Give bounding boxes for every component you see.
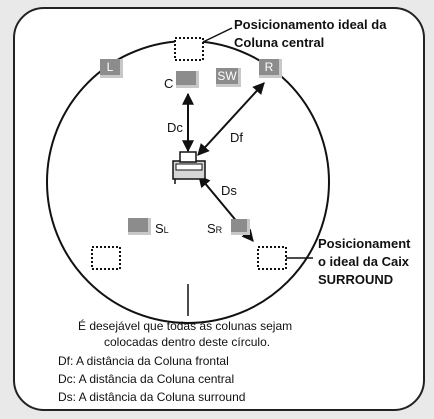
surround-ideal-title-3: SURROUND <box>318 272 394 287</box>
surround-ideal-title-2: o ideal da Caix <box>318 254 410 269</box>
surround-right-label-main: S <box>207 221 216 236</box>
surround-ideal-title-1: Posicionament <box>318 236 411 251</box>
note-line-2: colocadas dentro deste círculo. <box>104 335 271 349</box>
legend-df: Df: A distância da Coluna frontal <box>58 354 229 368</box>
speaker-front-left: L <box>100 59 123 78</box>
front-left-label: L <box>106 60 114 74</box>
center-label: C <box>164 76 174 91</box>
surround-left-ideal-box <box>91 246 121 270</box>
surround-left-label-sub: L <box>163 225 169 235</box>
legend-dc: Dc: A distância da Coluna central <box>58 372 235 386</box>
center-ideal-title-2: Coluna central <box>234 35 325 50</box>
speaker-surround-right <box>231 219 250 235</box>
surround-right-ideal-box <box>257 246 287 270</box>
subwoofer-label: SW <box>217 69 237 83</box>
speaker-front-right: R <box>259 59 282 78</box>
ds-label: Ds <box>221 183 237 198</box>
center-ideal-box <box>174 37 204 61</box>
listener-icon <box>172 151 206 184</box>
speaker-subwoofer: SW <box>216 68 241 87</box>
distance-legend: Df: A distância da Coluna frontal Dc: A … <box>58 352 245 406</box>
surround-left-label-main: S <box>155 221 164 236</box>
df-arrow <box>197 82 265 156</box>
legend-ds: Ds: A distância da Coluna surround <box>58 390 246 404</box>
center-leader-line <box>202 27 233 43</box>
dc-label: Dc <box>167 120 183 135</box>
front-right-label: R <box>264 60 274 74</box>
speaker-center <box>176 71 199 88</box>
speaker-surround-left <box>128 218 151 235</box>
surround-right-label: SR <box>207 221 222 236</box>
surround-left-label: SL <box>155 221 169 236</box>
surround-right-label-sub: R <box>215 225 223 235</box>
df-label: Df <box>230 130 243 145</box>
note-line-1: É desejável que todas as colunas sejam <box>78 319 293 333</box>
center-ideal-title-1: Posicionamento ideal da <box>234 17 387 32</box>
